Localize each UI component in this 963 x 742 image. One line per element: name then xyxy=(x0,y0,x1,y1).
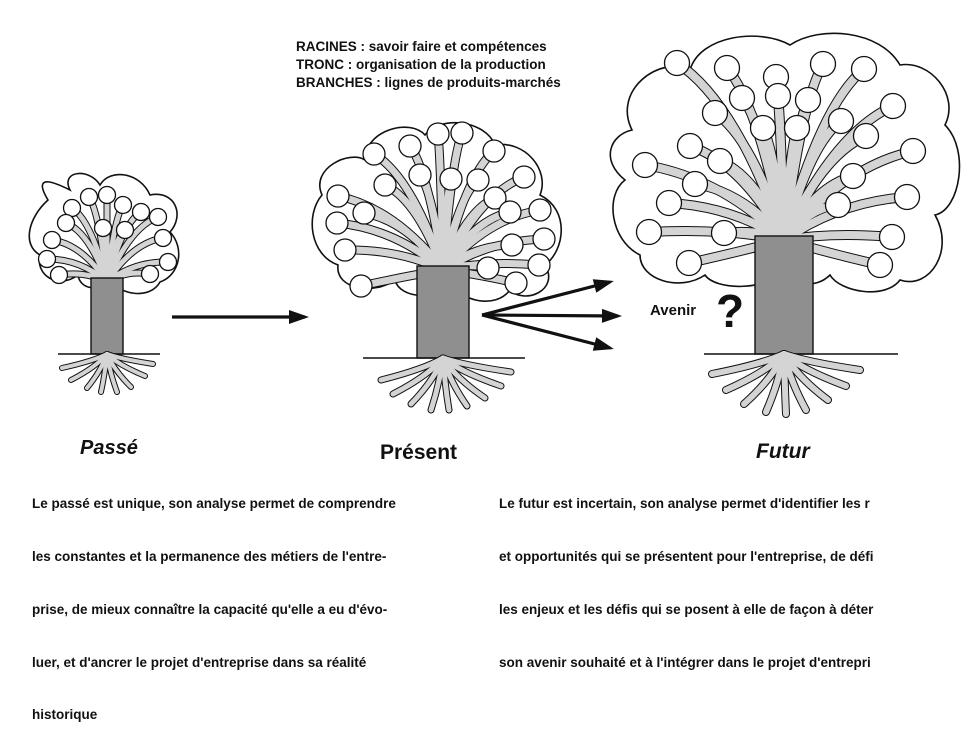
fruit-circle xyxy=(51,267,68,284)
fruit-circle xyxy=(326,212,348,234)
fruit-circle xyxy=(703,101,728,126)
future-description: Le futur est incertain, son analyse perm… xyxy=(499,460,874,689)
fruit-circle xyxy=(841,164,866,189)
tree-future xyxy=(610,33,959,414)
legend-roots: RACINES : savoir faire et compétences xyxy=(296,38,561,56)
fruit-circle xyxy=(852,57,877,82)
fruit-circle xyxy=(708,149,733,174)
trunk xyxy=(417,266,469,358)
fruit-circle xyxy=(811,52,836,77)
fruit-circle xyxy=(99,187,116,204)
fruit-circle xyxy=(374,174,396,196)
fruit-circle xyxy=(58,215,75,232)
fruit-circle xyxy=(115,197,132,214)
fruit-circle xyxy=(826,193,851,218)
fruit-circle xyxy=(440,168,462,190)
fruit-circle xyxy=(678,134,703,159)
future-text-line: Le futur est incertain, son analyse perm… xyxy=(499,495,874,513)
fruit-circle xyxy=(150,209,167,226)
fruit-circle xyxy=(350,275,372,297)
fruit-circle xyxy=(399,135,421,157)
arrow-head xyxy=(289,310,309,324)
fruit-circle xyxy=(665,51,690,76)
past-text-line: luer, et d'ancrer le projet d'entreprise… xyxy=(32,654,396,672)
legend-trunk: TRONC : organisation de la production xyxy=(296,56,561,74)
avenir-label: Avenir xyxy=(650,302,696,319)
arrow-head xyxy=(593,279,614,293)
fruit-circle xyxy=(880,225,905,250)
fruit-circle xyxy=(533,228,555,250)
question-mark-icon: ? xyxy=(716,288,744,334)
fruit-circle xyxy=(39,251,56,268)
fruit-circle xyxy=(712,221,737,246)
fruit-circle xyxy=(427,123,449,145)
arrows xyxy=(172,279,622,351)
fruit-circle xyxy=(657,191,682,216)
label-past: Passé xyxy=(80,437,138,460)
fruit-circle xyxy=(483,140,505,162)
fruit-circle xyxy=(501,234,523,256)
fruit-circle xyxy=(730,86,755,111)
fruit-circle xyxy=(155,230,172,247)
fruit-circle xyxy=(409,164,431,186)
fruit-circle xyxy=(751,116,776,141)
fruit-circle xyxy=(633,153,658,178)
tree-present xyxy=(312,122,561,410)
past-text-line: Le passé est unique, son analyse permet … xyxy=(32,495,396,513)
fruit-circle xyxy=(327,185,349,207)
fruit-circle xyxy=(829,109,854,134)
legend: RACINES : savoir faire et compétences TR… xyxy=(296,38,561,92)
arrow-head xyxy=(593,337,614,351)
fruit-circle xyxy=(334,239,356,261)
fruit-circle xyxy=(117,222,134,239)
fruit-circle xyxy=(528,254,550,276)
future-text-line: son avenir souhaité et à l'intégrer dans… xyxy=(499,654,874,672)
tree-past xyxy=(29,174,178,392)
fruit-circle xyxy=(796,88,821,113)
fruit-circle xyxy=(81,189,98,206)
trunk xyxy=(755,236,813,354)
fruit-circle xyxy=(881,94,906,119)
arrow-head xyxy=(602,309,622,323)
fruit-circle xyxy=(715,56,740,81)
fruit-circle xyxy=(677,251,702,276)
fruit-circle xyxy=(142,266,159,283)
fruit-circle xyxy=(133,204,150,221)
future-text-line: les enjeux et les défis qui se posent à … xyxy=(499,601,874,619)
legend-branches: BRANCHES : lignes de produits-marchés xyxy=(296,74,561,92)
fruit-circle xyxy=(683,172,708,197)
fruit-circle xyxy=(637,220,662,245)
fruit-circle xyxy=(895,185,920,210)
fruit-circle xyxy=(363,143,385,165)
fruit-circle xyxy=(513,166,535,188)
arrow-shaft xyxy=(482,315,618,316)
fruit-circle xyxy=(499,201,521,223)
fruit-circle xyxy=(353,202,375,224)
fruit-circle xyxy=(451,122,473,144)
fruit-circle xyxy=(766,84,791,109)
fruit-circle xyxy=(160,254,177,271)
past-text-line: historique xyxy=(32,706,396,724)
fruit-circle xyxy=(854,124,879,149)
trunk xyxy=(91,278,123,354)
fruit-circle xyxy=(477,257,499,279)
fruit-circle xyxy=(529,199,551,221)
arrow-shaft xyxy=(482,315,610,348)
fruit-circle xyxy=(901,139,926,164)
fruit-circle xyxy=(785,116,810,141)
past-description: Le passé est unique, son analyse permet … xyxy=(32,460,396,742)
past-text-line: prise, de mieux connaître la capacité qu… xyxy=(32,601,396,619)
fruit-circle xyxy=(44,232,61,249)
fruit-circle xyxy=(467,169,489,191)
fruit-circle xyxy=(95,220,112,237)
fruit-circle xyxy=(868,253,893,278)
fruit-circle xyxy=(505,272,527,294)
